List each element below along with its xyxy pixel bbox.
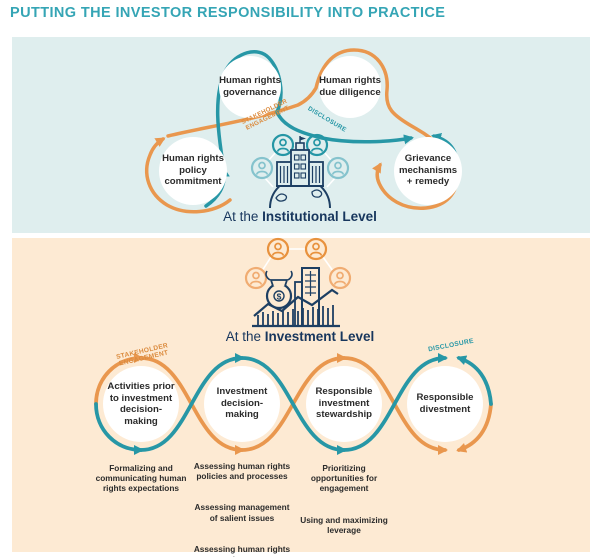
level-prefix: At the (223, 209, 263, 224)
detail-stewardship: Prioritizing opportunities for engagemen… (288, 453, 400, 556)
node-label-stewardship: Responsible investment stewardship (315, 386, 373, 421)
detail-text: Assessing human rights outcomes (193, 543, 291, 557)
level-name: Investment Level (264, 329, 375, 344)
detail-text: Assessing human rights policies and proc… (193, 461, 291, 482)
node-label-divestment: Responsible divestment (416, 392, 474, 415)
level-name: Institutional Level (262, 209, 377, 224)
investment-level-title: At the Investment Level (150, 329, 450, 344)
node-label-prior-activities: Activities prior to investment decision-… (107, 381, 175, 428)
level-prefix: At the (225, 329, 265, 344)
institutional-section (12, 37, 590, 233)
node-label-policy-commitment: Human rights policy commitment (162, 153, 224, 188)
detail-prior-activities: Formalizing and communicating human righ… (85, 453, 197, 515)
node-label-grievance: Grievance mechanisms + remedy (398, 153, 458, 188)
node-label-decision-making: Investment decision- making (216, 386, 268, 421)
detail-text: Using and maximizing leverage (300, 514, 388, 535)
page-title: PUTTING THE INVESTOR RESPONSIBILITY INTO… (10, 5, 446, 21)
detail-text: Prioritizing opportunities for engagemen… (310, 463, 378, 494)
institutional-level-title: At the Institutional Level (150, 209, 450, 224)
detail-text: Assessing management of salient issues (194, 502, 290, 523)
node-label-due-diligence: Human rights due diligence (319, 75, 381, 98)
detail-decision-making: Assessing human rights policies and proc… (186, 451, 298, 557)
node-label-governance: Human rights governance (219, 75, 281, 98)
detail-text: Formalizing and communicating human righ… (95, 463, 187, 494)
